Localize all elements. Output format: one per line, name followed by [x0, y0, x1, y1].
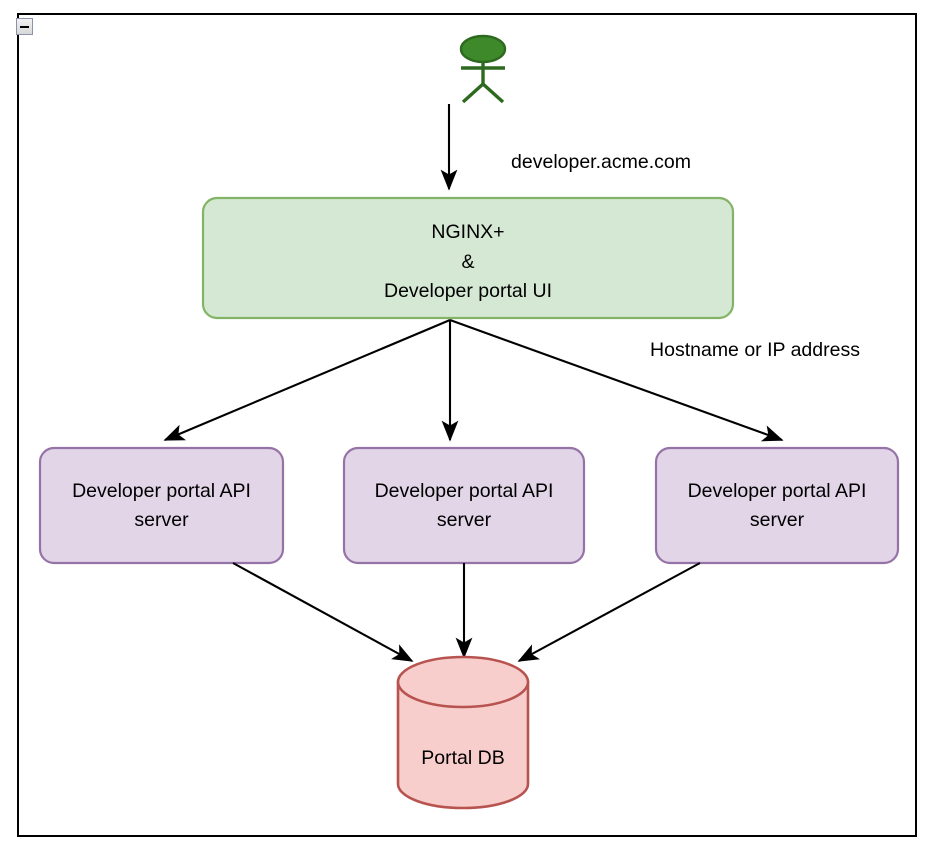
- node-gateway-line-1: NGINX+: [431, 221, 504, 243]
- node-portal-db[interactable]: Portal DB: [396, 655, 530, 810]
- node-portal-db-top: [396, 655, 530, 709]
- node-api-server-2-line-1: Developer portal API: [375, 480, 554, 502]
- edge-gateway-to-api-1: [163, 319, 451, 441]
- node-api-server-3-line-2: server: [750, 509, 805, 531]
- node-api-server-3-shape: [654, 446, 900, 565]
- edge-api-3-to-db: [517, 562, 701, 662]
- node-gateway-line-2: &: [461, 251, 474, 273]
- node-api-server-1-shape: [38, 446, 285, 565]
- edge-api-1-to-db: [232, 562, 414, 662]
- node-api-server-3[interactable]: Developer portal API server: [654, 446, 900, 565]
- node-api-server-3-line-1: Developer portal API: [688, 480, 867, 502]
- minus-glyph: [20, 26, 29, 28]
- node-portal-db-label: Portal DB: [421, 747, 504, 769]
- node-api-server-2[interactable]: Developer portal API server: [342, 446, 586, 565]
- node-api-server-1-line-1: Developer portal API: [72, 480, 251, 502]
- node-gateway[interactable]: NGINX+ & Developer portal UI: [201, 196, 735, 320]
- node-gateway-shape: [201, 196, 735, 320]
- node-gateway-line-3: Developer portal UI: [384, 280, 552, 302]
- node-api-server-2-shape: [342, 446, 586, 565]
- actor-stick-figure-icon: [459, 34, 507, 104]
- collapse-minus-icon[interactable]: [16, 18, 33, 35]
- node-api-server-1[interactable]: Developer portal API server: [38, 446, 285, 565]
- edge-gateway-to-api-3: [449, 319, 784, 442]
- node-api-server-2-line-2: server: [437, 509, 492, 531]
- node-api-server-1-line-2: server: [134, 509, 189, 531]
- edge-label-developer-acme-com: developer.acme.com: [511, 151, 691, 173]
- node-portal-db-body: [396, 680, 530, 810]
- edge-label-hostname-or-ip-address: Hostname or IP address: [650, 339, 860, 361]
